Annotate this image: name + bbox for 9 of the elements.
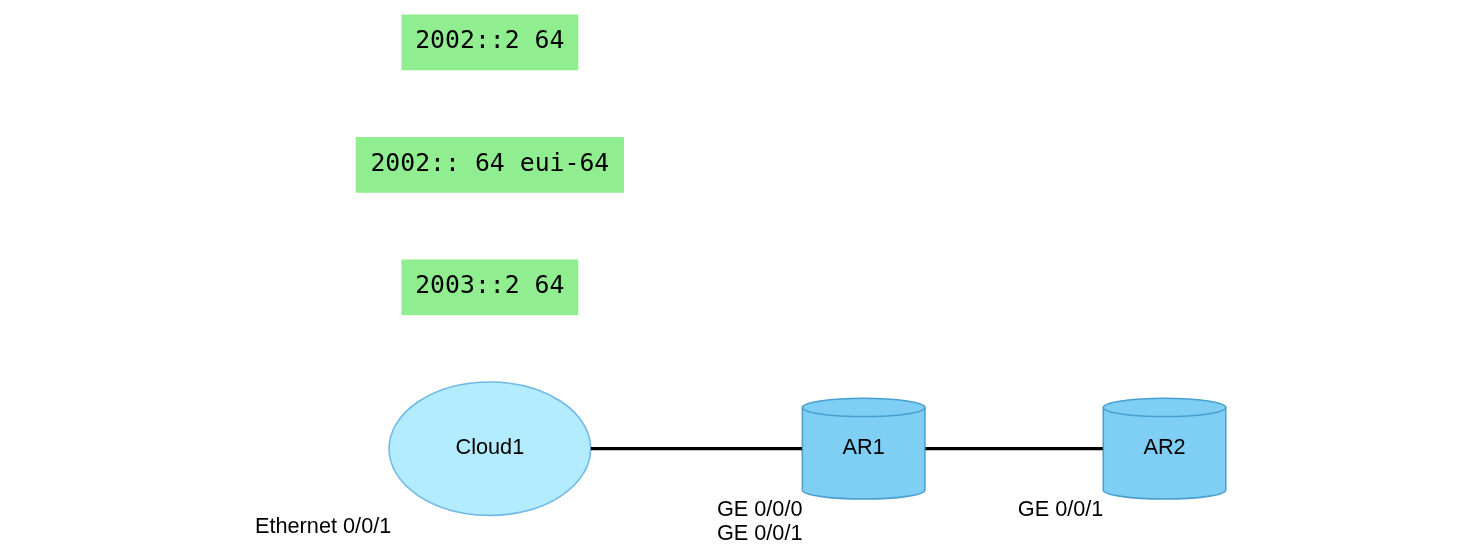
node-label: GE 0/0/1: [1017, 496, 1103, 522]
label: 2003::2 64: [414, 270, 564, 300]
label: 2002:: 64 eui-64: [369, 147, 609, 177]
node-label: GE 0/0/1: [716, 519, 803, 545]
node-ellipse: Cloud1: [387, 381, 591, 517]
label: 2002::2 64: [414, 25, 564, 55]
node-label: GE 0/0/0: [716, 496, 803, 522]
connector: [924, 447, 1103, 451]
connector: [590, 447, 802, 451]
